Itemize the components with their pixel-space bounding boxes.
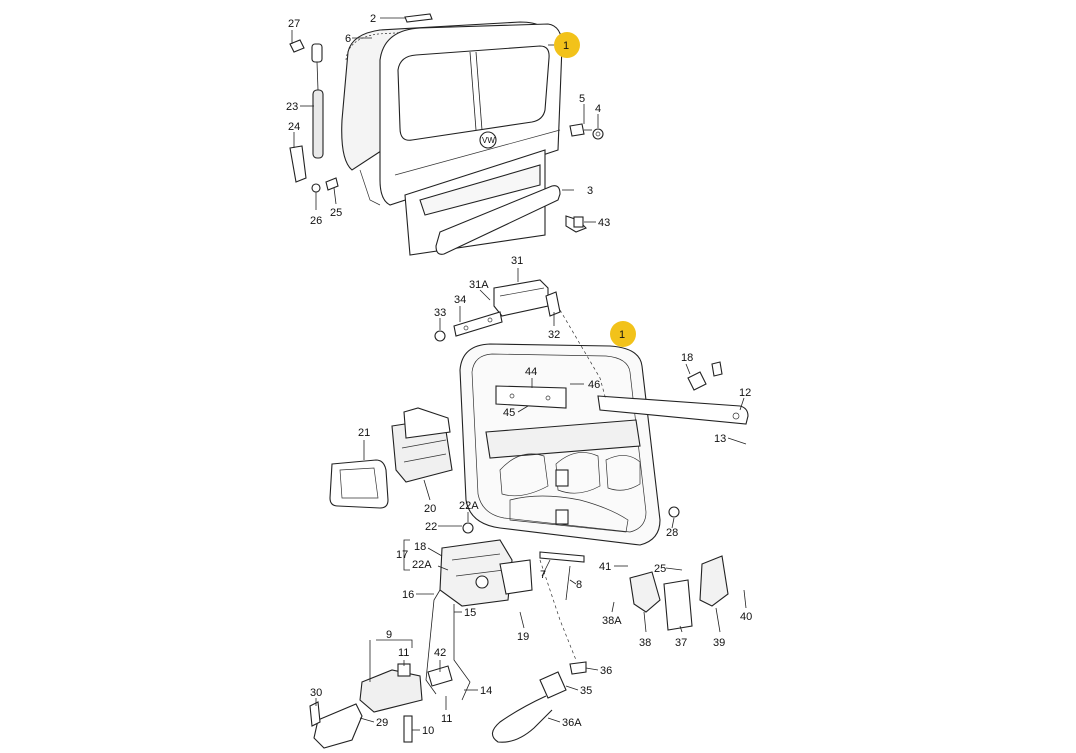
- gas-strut-assembly: [289, 39, 339, 193]
- label-30: 30: [310, 687, 322, 699]
- label-11-lower: 11: [441, 713, 452, 725]
- label-10: 10: [422, 725, 434, 737]
- label-3: 3: [587, 185, 593, 197]
- label-15: 15: [464, 607, 476, 619]
- upper-right-fasteners: [565, 123, 604, 233]
- label-18-upper: 18: [681, 352, 693, 364]
- hinge-assembly: [434, 279, 561, 342]
- label-24: 24: [288, 121, 300, 133]
- callout-markers: 1 1: [554, 32, 636, 347]
- label-25-lower: 25: [654, 563, 666, 575]
- label-9: 9: [386, 629, 392, 641]
- label-40: 40: [740, 611, 752, 623]
- handle-assembly: [309, 663, 453, 749]
- label-39: 39: [713, 637, 725, 649]
- label-36: 36: [600, 665, 612, 677]
- label-11-upper: 11: [398, 647, 409, 659]
- svg-text:VW: VW: [482, 136, 495, 145]
- label-20: 20: [424, 503, 436, 515]
- lock-mechanism: [439, 522, 533, 607]
- label-22A-lower: 22A: [412, 559, 432, 571]
- pull-strap: [491, 661, 587, 743]
- label-13: 13: [714, 433, 726, 445]
- linkage-rods: [425, 309, 607, 701]
- label-5: 5: [579, 93, 585, 105]
- tailgate-outer-panel: VW: [341, 13, 563, 256]
- label-44: 44: [525, 366, 537, 378]
- label-45: 45: [503, 407, 515, 419]
- label-25: 25: [330, 207, 342, 219]
- striker-parts: [539, 361, 729, 631]
- label-31: 31: [511, 255, 523, 267]
- label-36A: 36A: [562, 717, 582, 729]
- callout-upper-1-text: 1: [563, 40, 569, 52]
- leader-lines: [291, 17, 747, 731]
- label-46: 46: [588, 379, 600, 391]
- lock-housing: [329, 407, 453, 509]
- label-16: 16: [402, 589, 414, 601]
- label-26: 26: [310, 215, 322, 227]
- label-14: 14: [480, 685, 492, 697]
- callout-lower-1: [610, 321, 636, 347]
- label-33: 33: [434, 307, 446, 319]
- label-43: 43: [598, 217, 610, 229]
- callout-lower-1-text: 1: [619, 329, 625, 341]
- part-labels: 27 2 6 23 24 26 25 5 4 3 43 31 31A 34 33…: [286, 13, 752, 737]
- label-21: 21: [358, 427, 370, 439]
- label-8: 8: [576, 579, 582, 591]
- label-2: 2: [370, 13, 376, 25]
- label-22: 22: [425, 521, 437, 533]
- label-42: 42: [434, 647, 446, 659]
- label-22A: 22A: [459, 500, 479, 512]
- tailgate-inner-frame: [459, 343, 749, 546]
- label-38A: 38A: [602, 615, 622, 627]
- label-17: 17: [396, 549, 408, 561]
- label-34: 34: [454, 294, 466, 306]
- label-23: 23: [286, 101, 298, 113]
- label-4: 4: [595, 103, 601, 115]
- callout-upper-1: [554, 32, 580, 58]
- label-29: 29: [376, 717, 388, 729]
- label-12: 12: [739, 387, 751, 399]
- label-37: 37: [675, 637, 687, 649]
- label-38: 38: [639, 637, 651, 649]
- label-31A: 31A: [469, 279, 489, 291]
- label-32: 32: [548, 329, 560, 341]
- label-35: 35: [580, 685, 592, 697]
- label-19: 19: [517, 631, 529, 643]
- label-27: 27: [288, 18, 300, 30]
- label-7: 7: [540, 569, 546, 581]
- label-6: 6: [345, 33, 351, 45]
- label-41: 41: [599, 561, 611, 573]
- label-18-lower: 18: [414, 541, 426, 553]
- label-28: 28: [666, 527, 678, 539]
